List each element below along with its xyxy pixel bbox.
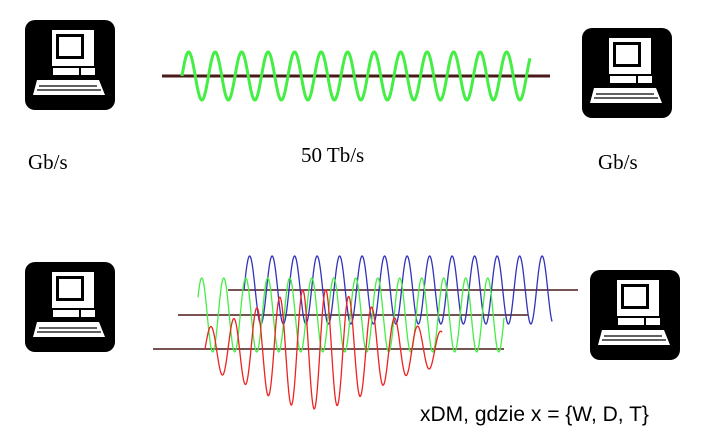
blue-channel-wave [243,255,553,325]
top-green-wave [180,50,532,102]
center-rate-label: 50 Tb/s [301,143,364,167]
right-rate-label: Gb/s [598,150,638,174]
red-channel-wave [204,289,443,410]
computer-right-top-icon [581,27,673,119]
computer-left-top-icon [24,19,116,111]
computer-left-bottom-icon [24,261,116,353]
multiplexing-caption: xDM, gdzie x = {W, D, T} [420,403,649,426]
left-rate-label: Gb/s [28,150,68,174]
computer-right-bottom-icon [589,269,681,361]
